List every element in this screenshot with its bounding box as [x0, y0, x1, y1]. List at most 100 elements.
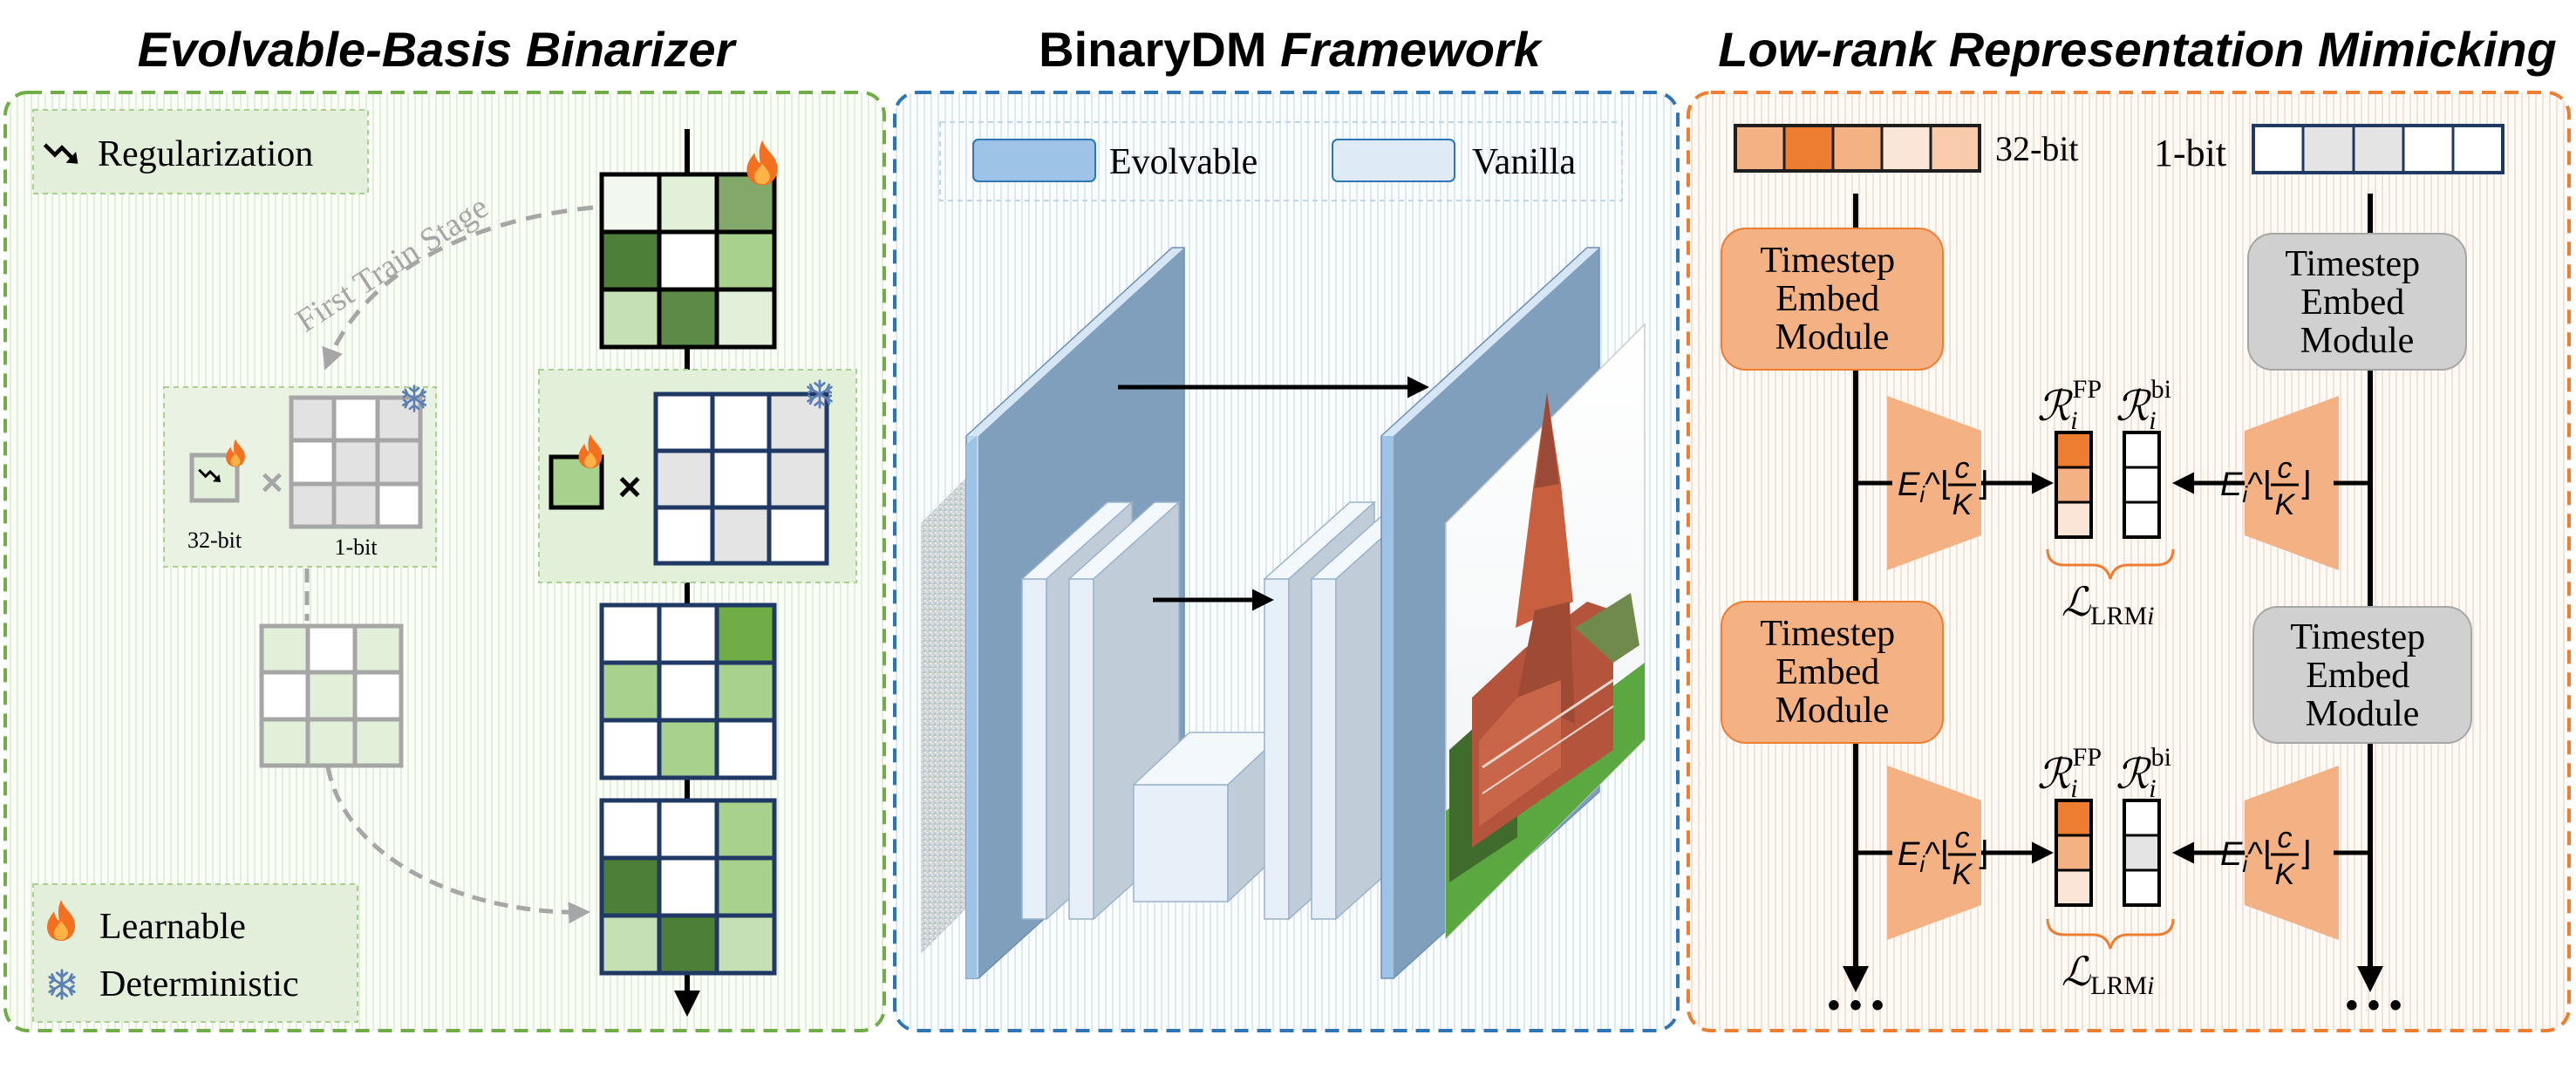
fp-proj-1-base: E	[1898, 466, 1920, 503]
loss-1-symbol: ℒ	[2061, 580, 2091, 624]
fp-continuation: • • •	[1828, 986, 1884, 1025]
bin-module-1-text: Timestep Embed Module	[2285, 244, 2429, 361]
fp-module-1-line-3: Module	[1775, 317, 1890, 357]
bin-proj-1-den: K	[2275, 488, 2296, 521]
loss-2-sub: LRM	[2090, 971, 2147, 1000]
first-stage-times: ×	[261, 461, 283, 504]
legend-vanilla-swatch	[1332, 139, 1455, 182]
bin-timestep-module-1	[2247, 233, 2467, 371]
bin-module-1-line-3: Module	[2300, 321, 2415, 361]
legend-evolvable-label: Evolvable	[1109, 142, 1257, 182]
bin-proj-2-base: E	[2220, 836, 2243, 873]
bin-proj-1-sub: i	[2242, 481, 2248, 507]
fp-rep-1-label: ℛiFP	[2037, 375, 2102, 435]
loss-2-idx: i	[2147, 971, 2154, 1000]
bin-proj-1-base: E	[2220, 466, 2243, 503]
first-stage-arrow	[322, 205, 594, 371]
bin-proj-1-num: c	[2278, 452, 2293, 485]
init-arrow	[325, 766, 590, 924]
fp-module-2-line-3: Module	[1775, 691, 1890, 731]
fp-module-1-text: Timestep Embed Module	[1760, 241, 1904, 357]
bin-proj-1-end: ⌋	[2299, 466, 2312, 503]
fp-module-2-line-2: Embed	[1775, 652, 1879, 692]
fp-module-2-text: Timestep Embed Module	[1760, 614, 1904, 731]
svg-text:Ei^⌊: Ei^⌊	[2220, 836, 2276, 877]
fp-timestep-module-2	[1721, 601, 1944, 744]
fp-module-2-line-1: Timestep	[1760, 614, 1895, 654]
fp-rep-1-sub: i	[2070, 406, 2077, 435]
bin-rep-2-sup: bi	[2151, 743, 2171, 772]
legend-vanilla-label: Vanilla	[1472, 142, 1576, 182]
framework-title-plain: BinaryDM	[1039, 22, 1280, 77]
fp-proj-1-sub: i	[1919, 481, 1925, 507]
fp-timestep-module-1	[1721, 228, 1944, 371]
loss-2-label: ℒLRMi	[2061, 950, 2155, 1000]
binarizer-title: Evolvable-Basis Binarizer	[138, 22, 738, 77]
bin-representation-2	[2123, 799, 2161, 907]
noise-input	[921, 478, 966, 954]
bin-module-1-line-1: Timestep	[2285, 244, 2420, 284]
evolvable-binary-grid	[653, 392, 829, 566]
legend-learnable-label: Learnable	[99, 907, 246, 947]
evolvable-times: ×	[618, 464, 642, 509]
fp-bits-label: 32-bit	[1995, 129, 2079, 168]
fp-projection-1	[1887, 396, 1981, 570]
binarized-grid-b	[599, 798, 777, 976]
loss-2-symbol: ℒ	[2061, 950, 2091, 994]
framework-title: BinaryDM Framework	[1039, 22, 1544, 77]
framework-legend-box	[939, 121, 1623, 201]
loss-brace-1	[2046, 548, 2175, 580]
bin-timestep-module-2	[2252, 606, 2472, 744]
bin-projection-1	[2245, 396, 2339, 570]
bin-rep-2-label: ℛibi	[2116, 743, 2171, 803]
loss-1-idx: i	[2147, 602, 2154, 630]
bin-rep-1-symbol: ℛ	[2116, 384, 2152, 430]
bin-proj-2-end: ⌋	[2299, 836, 2312, 873]
fp-rep-2-symbol: ℛ	[2037, 752, 2074, 798]
generated-image	[1445, 323, 1646, 940]
loss-brace-2	[2046, 918, 2175, 950]
flame-snow-legend-box	[32, 883, 358, 1023]
bin-proj-2-den: K	[2275, 858, 2296, 891]
fp-representation-1	[2055, 431, 2093, 539]
legend-deterministic-label: Deterministic	[99, 964, 299, 1004]
averaged-weight-grid	[259, 623, 404, 768]
bin-rep-1-sub: i	[2149, 406, 2156, 435]
svg-text:Ei^⌊: Ei^⌊	[1898, 836, 1953, 877]
loss-1-sub: LRM	[2090, 602, 2147, 630]
bin-proj-2-label: Ei^⌊ c K ⌋	[2220, 821, 2312, 891]
fp-module-1-line-2: Embed	[1775, 279, 1879, 319]
bin-projection-2	[2245, 766, 2339, 940]
first-stage-bin-tag: 1-bit	[334, 534, 378, 560]
fp-proj-2-num: c	[1955, 821, 1970, 855]
bin-module-1-line-2: Embed	[2300, 283, 2404, 323]
fp-weight-grid	[599, 172, 777, 350]
bin-module-2-line-2: Embed	[2306, 656, 2409, 696]
bin-rep-2-symbol: ℛ	[2116, 752, 2152, 798]
regularization-label: Regularization	[98, 134, 313, 174]
mimicking-title: Low-rank Representation Mimicking	[1718, 22, 2557, 77]
framework-title-italic: Framework	[1280, 22, 1544, 77]
bin-rep-2-sub: i	[2149, 774, 2156, 803]
bin-module-2-text: Timestep Embed Module	[2290, 617, 2434, 734]
svg-text:Ei^⌊: Ei^⌊	[1898, 466, 1953, 507]
fp-rep-2-sup: FP	[2073, 743, 2102, 772]
bin-proj-2-sub: i	[2242, 851, 2248, 877]
bin-rep-1-label: ℛibi	[2116, 375, 2171, 435]
bin-representation-1	[2123, 431, 2161, 539]
bin-module-2-line-1: Timestep	[2290, 617, 2425, 657]
bin-bits-bar	[2252, 124, 2504, 174]
bin-module-2-line-3: Module	[2306, 694, 2420, 734]
svg-text:Ei^⌊: Ei^⌊	[2220, 466, 2276, 507]
fp-module-1-line-1: Timestep	[1760, 241, 1895, 281]
fp-rep-1-sup: FP	[2073, 375, 2102, 404]
fp-proj-2-end: ⌋	[1976, 836, 1989, 873]
fp-proj-1-label: Ei^⌊ c K ⌋	[1898, 452, 1989, 521]
fp-rep-2-sub: i	[2070, 774, 2077, 803]
fp-rep-1-symbol: ℛ	[2037, 384, 2074, 430]
fp-proj-2-den: K	[1952, 858, 1973, 891]
first-stage-fp-tag: 32-bit	[187, 528, 242, 553]
legend-evolvable-swatch	[972, 139, 1096, 182]
bin-rep-1-sup: bi	[2151, 375, 2171, 404]
